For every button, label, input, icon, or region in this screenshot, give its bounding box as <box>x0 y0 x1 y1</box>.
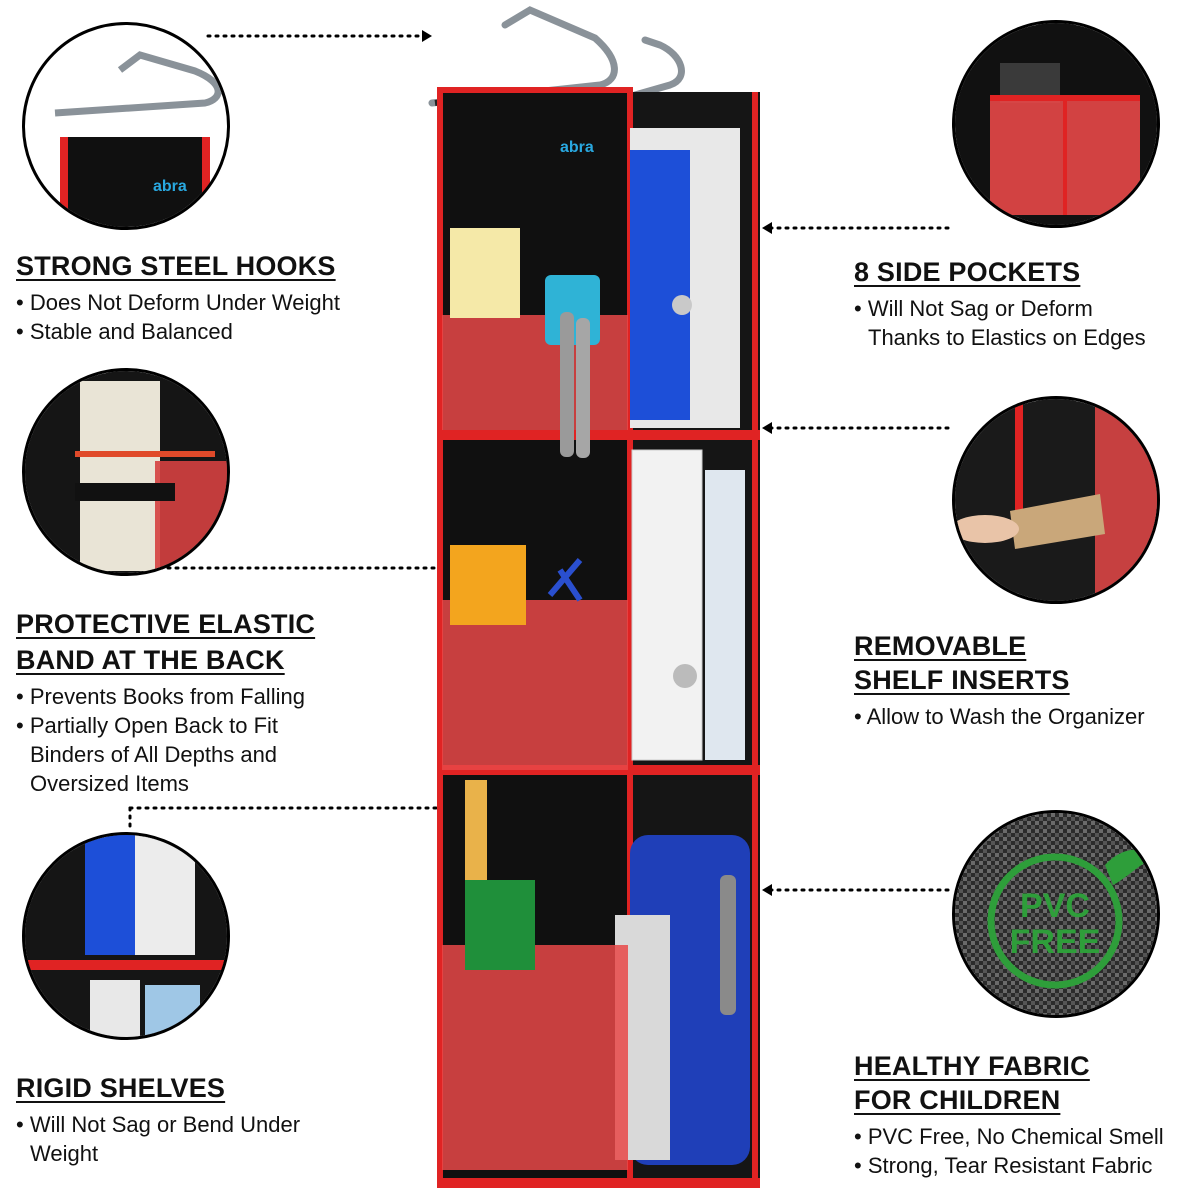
inserts-title-line1: REMOVABLE <box>854 631 1027 661</box>
elastic-title-line1: PROTECTIVE ELASTIC <box>16 609 316 639</box>
pockets-title: 8 SIDE POCKETS <box>854 257 1081 287</box>
locker-organizer-image: abra <box>428 6 760 1188</box>
front-mesh-pocket <box>442 315 628 430</box>
elastic-bullet: Prevents Books from Falling <box>16 682 305 711</box>
marker <box>576 318 590 458</box>
shelves-bullet-continuation: Weight <box>30 1141 99 1166</box>
hooks-bullets: Does Not Deform Under Weight Stable and … <box>16 288 340 346</box>
pockets-detail-illustration <box>955 23 1157 225</box>
elastic-detail-illustration <box>25 371 227 573</box>
scissors <box>547 558 583 602</box>
brand-logo-detail: abra <box>153 178 187 195</box>
inserts-title-line2: SHELF INSERTS <box>854 665 1070 695</box>
fabric-title-line2: FOR CHILDREN <box>854 1085 1061 1115</box>
pockets-bullets: Will Not Sag or Deform Thanks to Elastic… <box>854 294 1146 352</box>
hand <box>955 515 1019 543</box>
inserts-bullet: Allow to Wash the Organizer <box>854 702 1145 731</box>
hooks-detail-illustration: abra <box>54 51 222 227</box>
hooks-bullet: Stable and Balanced <box>16 317 340 346</box>
hooks-bullet: Does Not Deform Under Weight <box>16 288 340 317</box>
hooks-title: STRONG STEEL HOOKS <box>16 251 336 281</box>
front-mesh-pocket <box>442 600 628 770</box>
shelves-detail-circle <box>22 832 230 1040</box>
hooks-detail-circle: abra <box>22 22 230 230</box>
elastic-title-line2: BAND AT THE BACK <box>16 645 285 675</box>
fabric-bullets: PVC Free, No Chemical Smell Strong, Tear… <box>854 1122 1164 1180</box>
elastic-bullet: Partially Open Back to Fit <box>16 711 305 740</box>
crayons-box <box>465 880 535 970</box>
elastic-bullet-continuation: Binders of All Depths and <box>30 742 278 767</box>
marker <box>560 312 574 457</box>
shelves-bullet: Will Not Sag or Bend Under <box>16 1110 300 1139</box>
fabric-detail-circle: PVC FREE <box>952 810 1160 1018</box>
elastic-bullets: Prevents Books from Falling Partially Op… <box>16 682 305 798</box>
front-hook <box>631 36 685 99</box>
pencils <box>450 545 526 625</box>
elastic-bullet-continuation: Oversized Items <box>30 771 189 796</box>
shelf-divider <box>440 430 760 440</box>
pockets-bullet-continuation: Thanks to Elastics on Edges <box>868 325 1146 350</box>
fabric-bullet: PVC Free, No Chemical Smell <box>854 1122 1164 1151</box>
shelf-insert <box>1010 494 1105 549</box>
blue-binder <box>630 150 690 420</box>
shelves-bullets: Will Not Sag or Bend Under Weight <box>16 1110 300 1168</box>
pockets-detail-circle <box>952 20 1160 228</box>
shelves-title: RIGID SHELVES <box>16 1073 226 1103</box>
fabric-title-line1: HEALTHY FABRIC <box>854 1051 1090 1081</box>
pockets-bullet: Will Not Sag or Deform <box>854 294 1146 323</box>
notebooks <box>705 470 745 760</box>
pvc-badge-line1: PVC <box>1020 887 1090 925</box>
notepad <box>450 228 520 318</box>
inserts-bullets: Allow to Wash the Organizer <box>854 702 1145 731</box>
shelves-detail-illustration <box>25 835 227 1037</box>
white-binder <box>631 449 703 761</box>
elastic-detail-circle <box>22 368 230 576</box>
fabric-bullet: Strong, Tear Resistant Fabric <box>854 1151 1164 1180</box>
front-mesh-pocket <box>442 945 628 1170</box>
brand-logo: abra <box>560 139 594 156</box>
inserts-detail-circle <box>952 396 1160 604</box>
pvc-free-badge-ring <box>987 853 1123 989</box>
inserts-detail-illustration <box>955 399 1157 601</box>
rear-hook <box>428 6 618 107</box>
pvc-badge-line2: FREE <box>1010 923 1101 961</box>
fabric-detail-illustration: PVC FREE <box>955 813 1157 1015</box>
